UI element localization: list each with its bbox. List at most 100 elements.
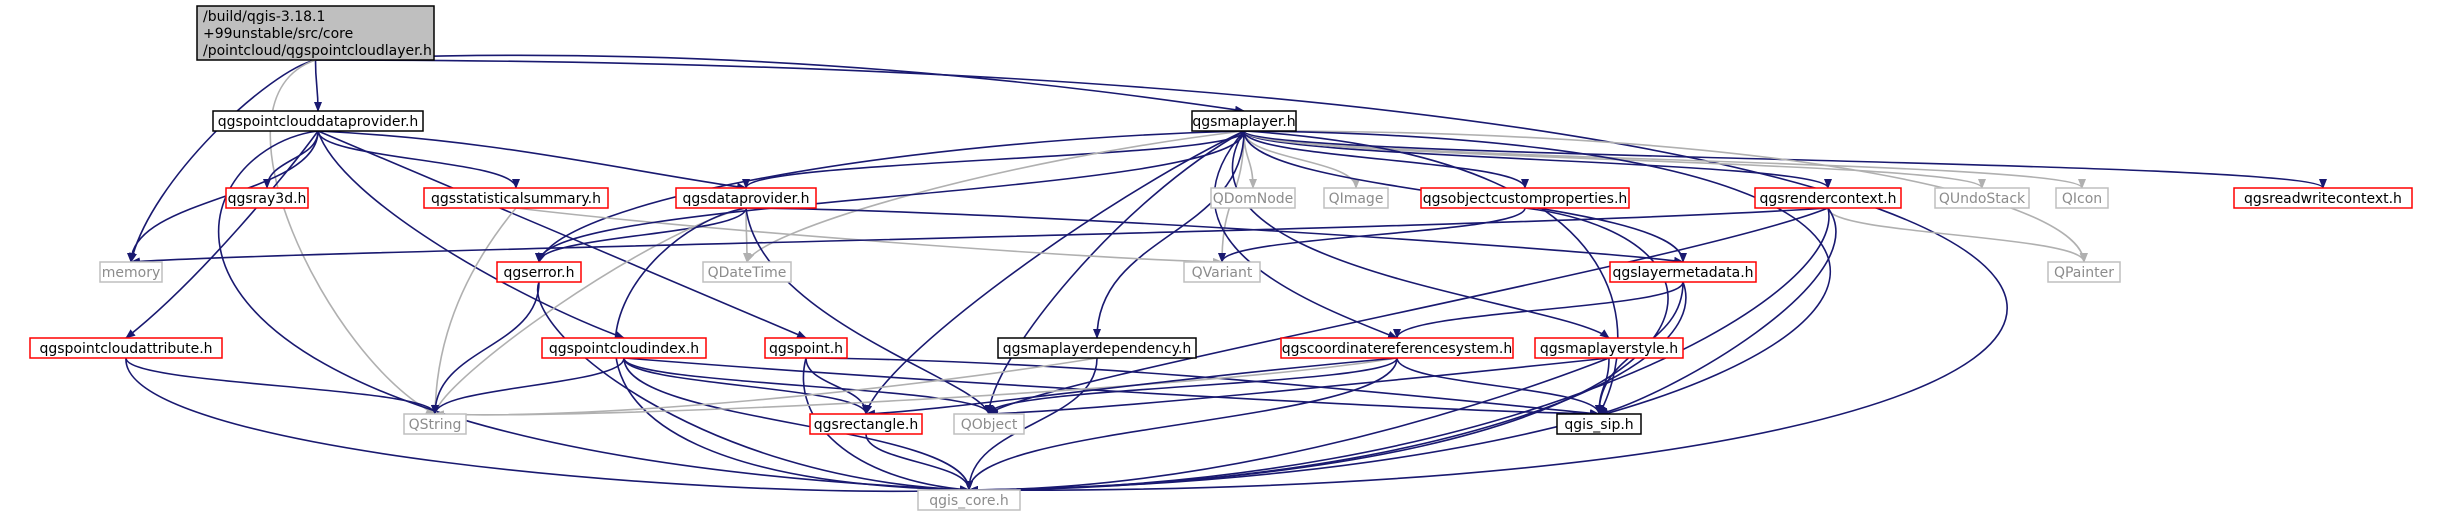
- edge-layermeta-to-qgiscore: [968, 281, 1687, 494]
- edge-pcattr-to-qstring: [125, 357, 439, 415]
- node-ray3d[interactable]: qgsray3d.h: [225, 187, 309, 209]
- edge-root-to-pcdp: [313, 59, 322, 112]
- node-label-qgsrect: qgsrectangle.h: [814, 417, 918, 433]
- edge-crs-to-qgsrect: [865, 357, 1398, 418]
- edge-statsum-to-qvariant: [515, 207, 1223, 266]
- node-qpainter[interactable]: QPainter: [2047, 261, 2121, 283]
- edge-maplayer-to-mlstyle: [1232, 130, 1610, 339]
- node-mlstyle[interactable]: qgsmaplayerstyle.h: [1534, 337, 1684, 359]
- node-readwrite[interactable]: qgsreadwritecontext.h: [2233, 187, 2413, 209]
- node-label-objcustom: qgsobjectcustomproperties.h: [1423, 191, 1628, 207]
- node-crs[interactable]: qgscoordinatereferencesystem.h: [1280, 337, 1514, 359]
- node-box-qgspoint: [764, 337, 848, 359]
- node-statsum[interactable]: qgsstatisticalsummary.h: [423, 187, 609, 209]
- edge-layermeta-to-crs: [1393, 281, 1684, 339]
- node-box-pcdp: [212, 110, 424, 132]
- edge-qgserror-to-qstring: [431, 281, 540, 415]
- edge-maplayer-to-qicon: [1243, 130, 2086, 189]
- edge-pcdp-to-qgiscore: [217, 130, 970, 494]
- node-box-statsum: [423, 187, 609, 209]
- node-box-qgserror: [496, 261, 582, 283]
- edge-maplayer-to-dataprovider: [742, 130, 1245, 189]
- node-label-ray3d: qgsray3d.h: [228, 191, 307, 207]
- node-qundostack[interactable]: QUndoStack: [1934, 187, 2030, 209]
- edge-qgspoint-to-qgiscore: [802, 357, 970, 494]
- node-label-qundostack: QUndoStack: [1939, 191, 2026, 207]
- node-label-crs: qgscoordinatereferencesystem.h: [1282, 341, 1513, 357]
- node-qicon[interactable]: QIcon: [2055, 187, 2109, 209]
- node-root[interactable]: /build/qgis-3.18.1+99unstable/src/core/p…: [196, 5, 435, 61]
- edge-maplayer-to-qgissip: [1243, 130, 1619, 415]
- node-pcindex[interactable]: qgspointcloudindex.h: [541, 337, 707, 359]
- node-label-maplayer: qgsmaplayer.h: [1192, 114, 1295, 130]
- node-qgiscore[interactable]: qgis_core.h: [917, 489, 1021, 511]
- edge-maplayer-to-qobject: [985, 130, 1245, 415]
- node-label-dataprovider: qgsdataprovider.h: [683, 191, 810, 207]
- edge-objcustom-to-qvariant: [1218, 207, 1526, 263]
- edge-maplayer-to-mldep: [1093, 130, 1245, 339]
- node-objcustom[interactable]: qgsobjectcustomproperties.h: [1420, 187, 1630, 209]
- node-box-qobject: [953, 413, 1025, 435]
- edge-dataprovider-to-qstring: [432, 207, 747, 415]
- node-rendercontext[interactable]: qgsrendercontext.h: [1754, 187, 1902, 209]
- node-label-qimage: QImage: [1329, 191, 1384, 207]
- edge-maplayer-to-qpainter: [1243, 130, 2088, 263]
- edge-pcdp-to-pcattr: [125, 130, 319, 339]
- edge-root-to-qstring: [269, 59, 436, 415]
- node-qdatetime[interactable]: QDateTime: [702, 261, 792, 283]
- node-qgsrect[interactable]: qgsrectangle.h: [809, 413, 923, 435]
- node-box-layermeta: [1609, 261, 1757, 283]
- node-qgspoint[interactable]: qgspoint.h: [764, 337, 848, 359]
- node-box-rendercontext: [1754, 187, 1902, 209]
- edge-maplayer-to-qdatetime: [746, 130, 1245, 263]
- edge-dataprovider-to-qdatetime: [742, 207, 751, 263]
- node-box-qgissip: [1556, 413, 1642, 435]
- edge-pcdp-to-ray3d: [263, 130, 319, 189]
- edge-pcdp-to-pcindex: [317, 130, 625, 339]
- edge-maplayer-to-crs: [1213, 130, 1398, 339]
- edge-qgspoint-to-qgsrect: [805, 357, 870, 415]
- node-box-qgiscore: [917, 489, 1021, 511]
- node-pcattr[interactable]: qgspointcloudattribute.h: [29, 337, 223, 359]
- node-qstring[interactable]: QString: [403, 413, 467, 435]
- node-qgserror[interactable]: qgserror.h: [496, 261, 582, 283]
- edge-maplayer-to-rendercontext: [1243, 130, 1832, 189]
- edge-crs-to-qgissip: [1396, 357, 1603, 415]
- edge-rendercontext-to-qpainter: [1827, 207, 2088, 263]
- node-box-root: [196, 5, 435, 61]
- node-label-qdatetime: QDateTime: [708, 265, 787, 281]
- node-maplayer[interactable]: qgsmaplayer.h: [1191, 110, 1297, 132]
- node-box-qpainter: [2047, 261, 2121, 283]
- edge-statsum-to-qstring: [431, 207, 517, 415]
- node-qvariant[interactable]: QVariant: [1183, 261, 1261, 283]
- node-box-qundostack: [1934, 187, 2030, 209]
- node-label-qdomnode: QDomNode: [1213, 191, 1294, 207]
- node-qobject[interactable]: QObject: [953, 413, 1025, 435]
- node-qimage[interactable]: QImage: [1323, 187, 1389, 209]
- edge-root-to-qgiscore: [315, 59, 2008, 495]
- node-box-ray3d: [225, 187, 309, 209]
- edge-pcdp-to-dataprovider: [317, 130, 747, 191]
- node-dataprovider[interactable]: qgsdataprovider.h: [675, 187, 817, 209]
- node-box-qstring: [403, 413, 467, 435]
- edge-pcindex-to-qstring: [431, 357, 625, 415]
- node-box-dataprovider: [675, 187, 817, 209]
- edge-rendercontext-to-memory: [130, 207, 1829, 266]
- edge-maplayer-to-qgiscore: [968, 130, 1832, 494]
- edges: [125, 54, 2327, 495]
- node-mldep[interactable]: qgsmaplayerdependency.h: [997, 337, 1197, 359]
- node-pcdp[interactable]: qgspointclouddataprovider.h: [212, 110, 424, 132]
- node-label-layermeta: qgslayermetadata.h: [1612, 265, 1753, 281]
- node-label-qgspoint: qgspoint.h: [769, 341, 843, 357]
- node-memory[interactable]: memory: [99, 261, 163, 283]
- node-label-qicon: QIcon: [2062, 191, 2102, 207]
- node-box-qicon: [2055, 187, 2109, 209]
- edge-mlstyle-to-qgissip: [1595, 357, 1610, 415]
- node-label-qgissip: qgis_sip.h: [1564, 417, 1633, 433]
- node-box-qvariant: [1183, 261, 1261, 283]
- node-label-statsum: qgsstatisticalsummary.h: [431, 191, 601, 207]
- node-qgissip[interactable]: qgis_sip.h: [1556, 413, 1642, 435]
- node-layermeta[interactable]: qgslayermetadata.h: [1609, 261, 1757, 283]
- node-box-maplayer: [1191, 110, 1297, 132]
- node-qdomnode[interactable]: QDomNode: [1210, 187, 1296, 209]
